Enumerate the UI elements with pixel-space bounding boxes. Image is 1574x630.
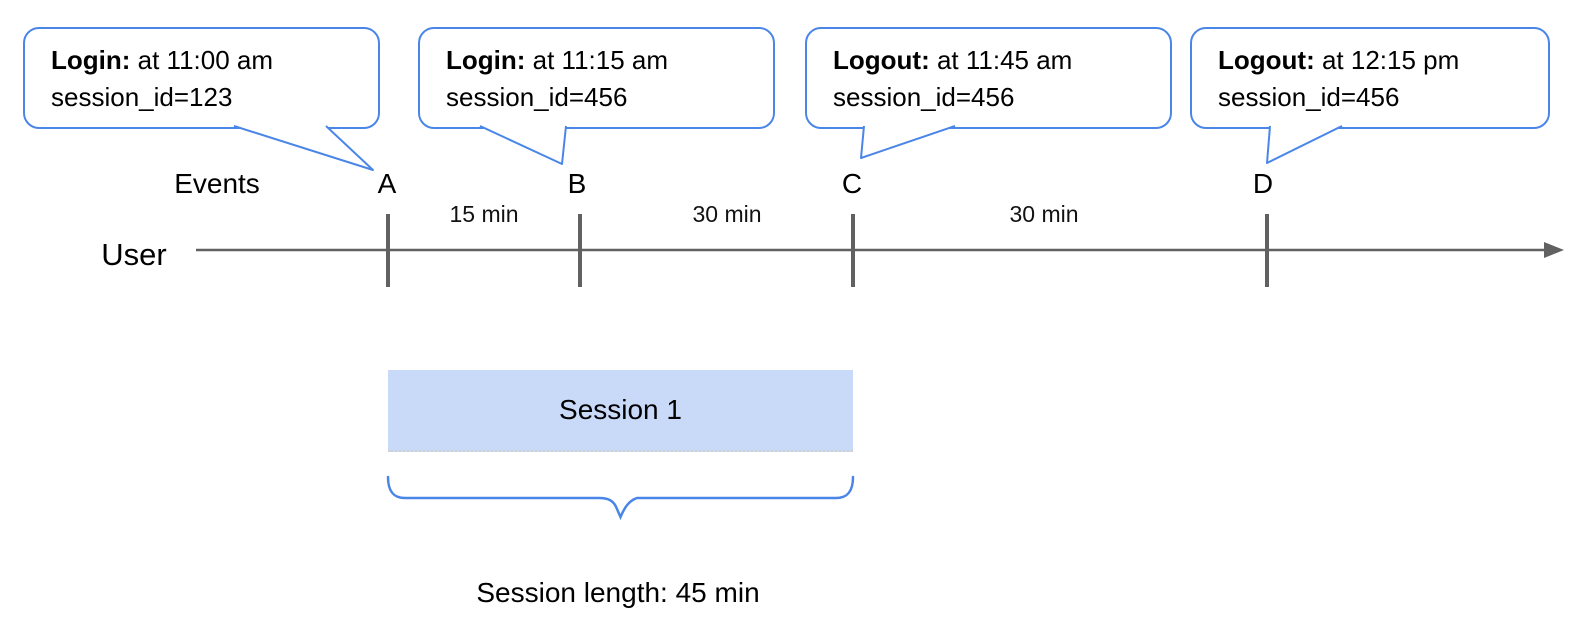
- callout-line2: session_id=456: [446, 82, 628, 112]
- event-type-label: Logout:: [1218, 45, 1315, 75]
- user-row-label: User: [101, 237, 167, 272]
- event-type-label: Login:: [446, 45, 526, 75]
- callout-line2: session_id=456: [833, 82, 1015, 112]
- event-time-text: at 11:45 am: [929, 45, 1073, 75]
- event-marker-c: C: [841, 168, 863, 199]
- event-type-label: Login:: [51, 45, 131, 75]
- session-length-caption: Session length: 45 min: [476, 577, 760, 608]
- session-1-label: Session 1: [559, 394, 682, 425]
- session-1-box: Session 1: [388, 370, 853, 452]
- event-marker-b: B: [567, 168, 587, 199]
- callout-login-b: Login: at 11:15 am session_id=456: [418, 27, 775, 129]
- callout-line1: Logout: at 12:15 pm: [1218, 42, 1538, 79]
- callout-line1: Logout: at 11:45 am: [833, 42, 1160, 79]
- callout-logout-d: Logout: at 12:15 pm session_id=456: [1190, 27, 1550, 129]
- event-time-text: at 11:15 am: [525, 45, 669, 75]
- interval-a-b: 15 min: [449, 201, 519, 227]
- callout-tail-d: [1266, 125, 1343, 164]
- callout-logout-c: Logout: at 11:45 am session_id=456: [805, 27, 1172, 129]
- callout-login-a: Login: at 11:00 am session_id=123: [23, 27, 380, 129]
- callout-tail-a: [233, 125, 374, 171]
- callout-tail-b: [479, 125, 567, 165]
- interval-b-c: 30 min: [692, 201, 762, 227]
- callout-line1: Login: at 11:15 am: [446, 42, 763, 79]
- event-marker-a: A: [377, 168, 397, 199]
- event-time-text: at 11:00 am: [130, 45, 274, 75]
- callout-line2: session_id=123: [51, 82, 233, 112]
- interval-c-d: 30 min: [1009, 201, 1079, 227]
- session-length-brace: [386, 475, 855, 521]
- event-time-text: at 12:15 pm: [1314, 45, 1460, 75]
- events-row-label: Events: [174, 168, 260, 199]
- callout-line2: session_id=456: [1218, 82, 1400, 112]
- callout-line1: Login: at 11:00 am: [51, 42, 368, 79]
- timeline-arrowhead-icon: [1544, 242, 1564, 258]
- callout-tail-c: [860, 125, 956, 159]
- event-type-label: Logout:: [833, 45, 930, 75]
- event-marker-d: D: [1252, 168, 1274, 199]
